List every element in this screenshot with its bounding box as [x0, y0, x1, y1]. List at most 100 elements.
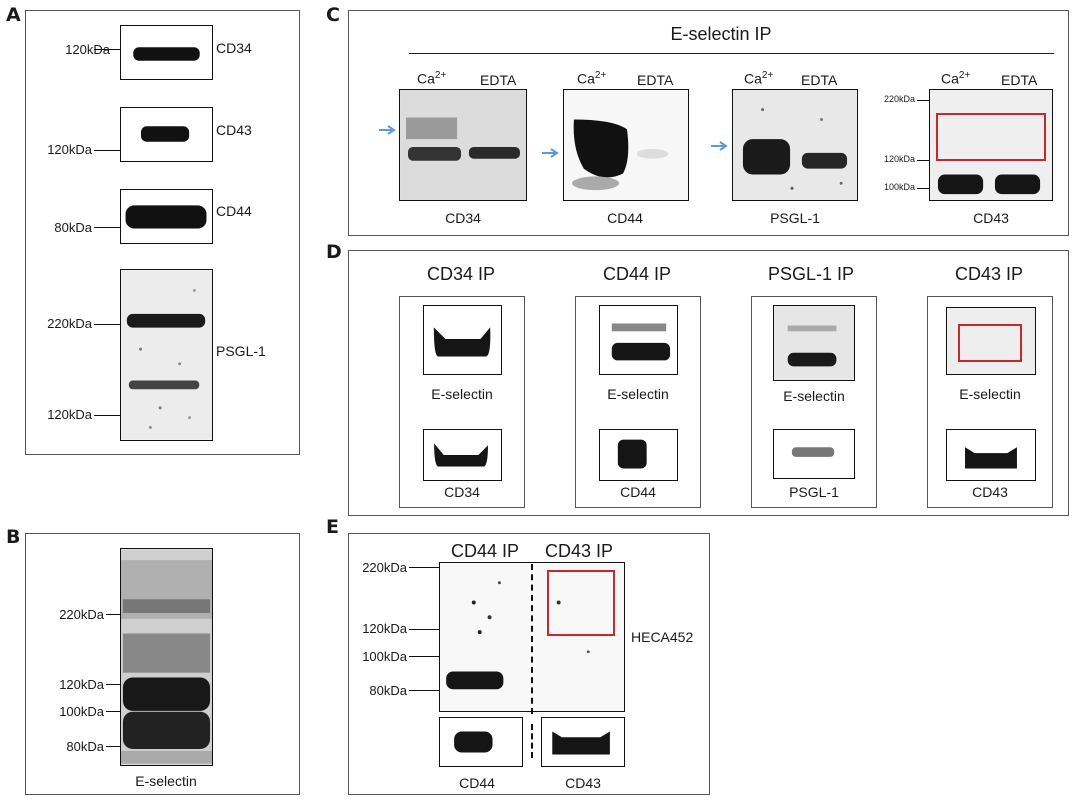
ip-group-psgl1: E-selectin PSGL-1: [751, 296, 877, 508]
blot-caption: CD44: [459, 775, 495, 791]
blot-caption: CD43: [972, 484, 1008, 500]
blot-caption: CD34: [444, 484, 480, 500]
blot-a-cd44: [120, 189, 213, 244]
marker-tick: [94, 49, 120, 50]
band-image: [434, 443, 488, 467]
band-image: [791, 447, 835, 457]
band-image: [133, 47, 200, 61]
side-label: HECA452: [631, 629, 694, 645]
blot-c-cd43: [929, 89, 1053, 201]
marker-tick: [917, 160, 929, 161]
band-image: [140, 126, 190, 142]
band-image: [552, 731, 610, 755]
lane-divider: [531, 724, 533, 758]
blot-caption: E-selectin: [135, 773, 197, 789]
blot-caption: E-selectin: [959, 386, 1021, 402]
ip-title: CD43 IP: [954, 264, 1024, 284]
blot-label-cd44: CD44: [216, 203, 252, 219]
marker-label: 100kDa: [59, 704, 104, 719]
panel-label-d: D: [326, 241, 342, 263]
panel-label-a: A: [6, 4, 21, 26]
blot-c-psgl1: [732, 89, 858, 201]
ip-group-cd34: E-selectin CD34: [399, 296, 525, 508]
band-image: [121, 270, 212, 440]
band-image: [774, 306, 854, 380]
marker-label: 120kDa: [59, 677, 104, 692]
blot-a-cd34: [120, 25, 213, 80]
marker-tick: [94, 227, 120, 228]
ip-title: CD43 IP: [544, 541, 614, 561]
lane-edta: EDTA: [480, 72, 517, 88]
marker-label: 220kDa: [883, 94, 915, 104]
blot-c-cd44: [563, 89, 689, 201]
band-image: [454, 731, 493, 753]
panel-label-c: C: [326, 4, 340, 26]
panel-c-title: E-selectin IP: [670, 24, 772, 44]
marker-tick: [917, 188, 929, 189]
blot-caption: CD44: [620, 484, 656, 500]
blot-e-cd43: [541, 717, 625, 767]
marker-tick: [917, 100, 929, 101]
band-image: [611, 323, 671, 361]
marker-label: 120kDa: [883, 154, 915, 164]
lane-ca: Ca2+: [941, 70, 971, 87]
lane-ca: Ca2+: [417, 70, 447, 87]
marker-label: 120kDa: [47, 407, 92, 422]
ip-group-cd43: E-selectin CD43: [927, 296, 1053, 508]
blot-label-cd43: CD43: [216, 122, 252, 138]
blot-caption: E-selectin: [431, 386, 493, 402]
lane-ca: Ca2+: [744, 70, 774, 87]
blot-d-eselectin: [423, 305, 502, 375]
band-image: [930, 90, 1052, 200]
panel-a: 120kDa CD34 CD43 120kDa CD44 80kDa 220kD…: [25, 10, 300, 455]
ip-title: PSGL-1 IP: [767, 264, 855, 284]
panel-label-e: E: [326, 516, 339, 538]
blot-a-psgl1: [120, 269, 213, 441]
marker-tick: [409, 656, 439, 657]
blot-d-eselectin: [599, 305, 678, 375]
marker-label: 120kDa: [47, 142, 92, 157]
marker-label: 220kDa: [59, 607, 104, 622]
lane-edta: EDTA: [801, 72, 838, 88]
panel-e: CD44 IP CD43 IP 220kDa 120kDa 100kDa 80k…: [348, 533, 710, 795]
marker-tick: [106, 614, 120, 615]
highlight-box: [936, 113, 1046, 161]
panel-label-b: B: [6, 526, 21, 548]
marker-tick: [106, 711, 120, 712]
band-image: [125, 205, 207, 229]
marker-label: 220kDa: [362, 560, 407, 575]
blot-caption: CD44: [607, 210, 643, 226]
marker-tick: [106, 746, 120, 747]
arrow-icon: [379, 125, 396, 135]
marker-tick: [94, 324, 120, 325]
marker-tick: [94, 150, 120, 151]
highlight-box: [547, 570, 615, 636]
marker-label: 80kDa: [66, 739, 104, 754]
lane-ca: Ca2+: [577, 70, 607, 87]
band-image: [617, 439, 647, 469]
panel-d: CD34 IP CD44 IP PSGL-1 IP CD43 IP E-sele…: [348, 250, 1069, 516]
marker-tick: [106, 684, 120, 685]
blot-caption: CD43: [973, 210, 1009, 226]
blot-d-eselectin: [773, 305, 855, 381]
blot-caption: PSGL-1: [770, 210, 820, 226]
panel-c: E-selectin IP Ca2+ EDTA Ca2+ EDTA Ca2+ E…: [348, 10, 1069, 236]
marker-label: 80kDa: [54, 220, 92, 235]
blot-label-cd34: CD34: [216, 40, 252, 56]
blot-a-cd43: [120, 107, 213, 162]
marker-label: 120kDa: [362, 621, 407, 636]
highlight-box: [958, 324, 1022, 362]
band-image: [564, 90, 688, 200]
band-image: [733, 90, 857, 200]
marker-tick: [409, 629, 439, 630]
marker-label: 80kDa: [369, 683, 407, 698]
arrow-icon: [711, 141, 728, 151]
arrow-icon: [542, 148, 559, 158]
lane-divider: [531, 564, 533, 714]
band-image: [965, 447, 1017, 469]
band-image: [400, 90, 526, 200]
ip-title: CD44 IP: [602, 264, 672, 284]
blot-d-cd43: [946, 429, 1036, 481]
marker-label: 120kDa: [65, 42, 110, 57]
marker-label: 220kDa: [47, 316, 92, 331]
